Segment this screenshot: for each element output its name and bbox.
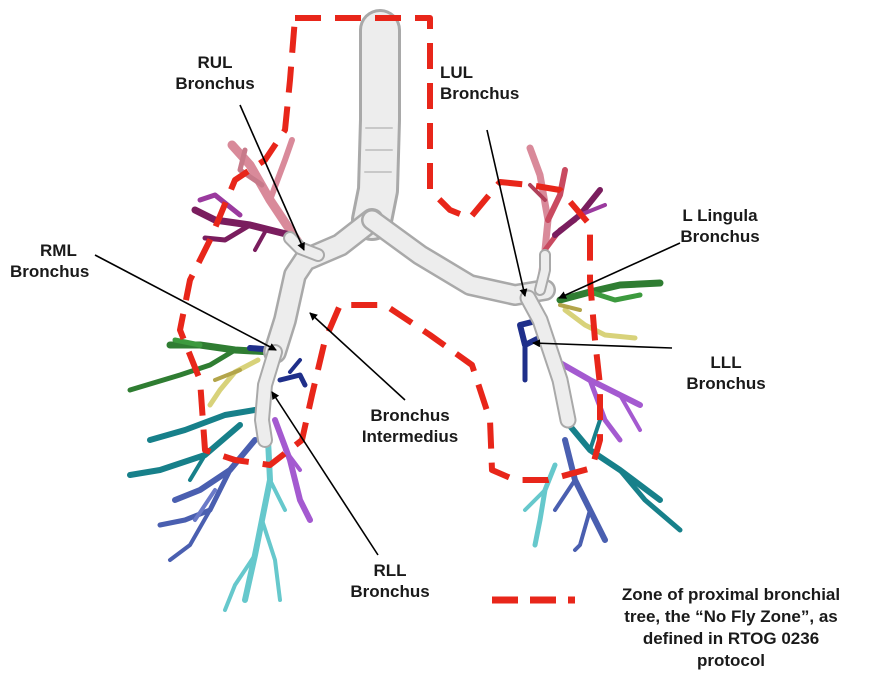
legend-line4: protocol xyxy=(588,650,874,672)
lul-bronchus-label: LUL Bronchus xyxy=(440,62,560,104)
rul-label-line2: Bronchus xyxy=(160,73,270,94)
rul-label-line1: RUL xyxy=(160,52,270,73)
lll-label-line1: LLL xyxy=(666,352,786,373)
bronchus-intermedius-label: Bronchus Intermedius xyxy=(345,405,475,447)
legend-line3: defined in RTOG 0236 xyxy=(588,628,874,650)
right-upper-lobe-branches xyxy=(195,140,300,250)
lll-label-line2: Bronchus xyxy=(666,373,786,394)
bronchus-intermedius-pointer xyxy=(310,313,405,400)
rll-bronchus-label: RLL Bronchus xyxy=(335,560,445,602)
rml-label-line1: RML xyxy=(10,240,120,261)
l-lingula-label-line1: L Lingula xyxy=(660,205,780,226)
rml-bronchus-label: RML Bronchus xyxy=(10,240,120,282)
lll-bronchus-label: LLL Bronchus xyxy=(666,352,786,394)
legend-line1: Zone of proximal bronchial xyxy=(588,584,874,606)
legend-line2: tree, the “No Fly Zone”, as xyxy=(588,606,874,628)
rll-label-line1: RLL xyxy=(335,560,445,581)
bronchus-intermedius-label-line2: Intermedius xyxy=(345,426,475,447)
l-lingula-pointer xyxy=(559,243,680,298)
l-lingula-bronchus-label: L Lingula Bronchus xyxy=(660,205,780,247)
bronchus-intermedius-label-line1: Bronchus xyxy=(345,405,475,426)
right-lower-lobe-branches xyxy=(130,360,310,610)
lul-label-line1: LUL xyxy=(440,62,560,83)
rll-label-line2: Bronchus xyxy=(335,581,445,602)
rml-label-line2: Bronchus xyxy=(10,261,120,282)
rul-bronchus-label: RUL Bronchus xyxy=(160,52,270,94)
lul-pointer xyxy=(487,130,525,296)
lul-label-line2: Bronchus xyxy=(440,83,560,104)
l-lingula-label-line2: Bronchus xyxy=(660,226,780,247)
legend-text: Zone of proximal bronchial tree, the “No… xyxy=(588,584,874,672)
